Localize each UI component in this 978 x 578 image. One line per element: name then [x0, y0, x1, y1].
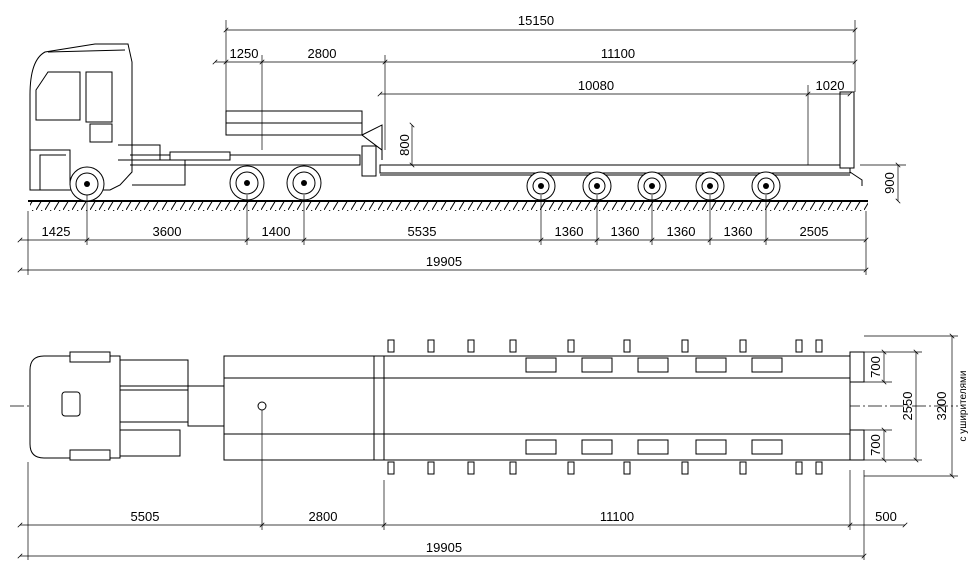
width-note: с уширителями	[958, 371, 969, 442]
dim-overall-length-plan: 19905	[426, 540, 462, 555]
dim-deck-low: 10080	[578, 78, 614, 93]
dim-wheelbase: 3600	[153, 224, 182, 239]
dim-deck-total: 11100	[601, 46, 635, 61]
dim-extension-bottom: 700	[868, 434, 883, 456]
plan-dim-lines-bottom	[17, 410, 908, 560]
trailer-axles	[526, 171, 781, 201]
side-stakes	[387, 339, 823, 475]
trailer-gooseneck	[225, 110, 383, 177]
side-view: 15150 1250 2800 11100 10080 1020 800 900	[17, 13, 906, 275]
dim-rear: 2505	[800, 224, 829, 239]
dim-axle-spacing-4: 1360	[724, 224, 753, 239]
dim-kingpin-front: 1250	[230, 46, 259, 61]
dim-neck-height: 800	[397, 134, 412, 156]
side-dim-lines-bottom	[17, 195, 869, 275]
plan-view: 5505 2800 11100 500 19905 700 700 2550 3…	[10, 333, 969, 560]
dim-gooseneck: 2800	[308, 46, 337, 61]
dim-deck-height: 900	[882, 172, 897, 194]
side-dim-lines-top	[212, 20, 906, 204]
dim-front-to-kingpin: 5505	[131, 509, 160, 524]
axle-wheelsets-plan	[525, 357, 783, 455]
dim-axle-spacing-3: 1360	[667, 224, 696, 239]
trailer-deck-side	[379, 91, 863, 186]
dim-axle-spacing-1: 1360	[555, 224, 584, 239]
dim-overall-length-side: 19905	[426, 254, 462, 269]
dim-tandem: 1400	[262, 224, 291, 239]
dim-plan-deck: 11100	[600, 509, 634, 524]
dim-plan-gooseneck: 2800	[309, 509, 338, 524]
dim-rear-overhang: 1020	[816, 78, 845, 93]
tractor-plan	[29, 351, 225, 461]
tractor-rear-wheel-1	[229, 165, 265, 201]
dim-width: 2550	[900, 392, 915, 421]
dim-axle-spacing-2: 1360	[611, 224, 640, 239]
ground-hatch	[30, 202, 868, 211]
plan-dim-lines-right	[864, 333, 958, 479]
dim-plan-ramp: 500	[875, 509, 897, 524]
dim-extension-top: 700	[868, 356, 883, 378]
tractor-cab	[29, 43, 186, 191]
dim-overall-trailer: 15150	[518, 13, 554, 28]
dim-front-overhang: 1425	[42, 224, 71, 239]
dim-to-first-axle: 5535	[408, 224, 437, 239]
dim-width-with-extensions: 3200	[934, 392, 949, 421]
tractor-rear-wheel-2	[286, 165, 322, 201]
